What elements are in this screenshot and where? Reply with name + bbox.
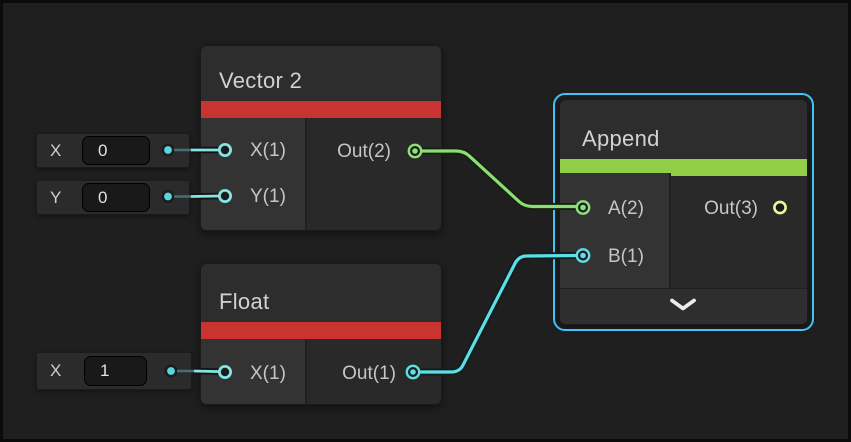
- node-append-input-panel: [560, 173, 671, 289]
- vector2-x-value: 0: [98, 140, 108, 160]
- node-float-header[interactable]: Float: [201, 264, 441, 322]
- node-title: Float: [219, 289, 270, 314]
- float-x-field[interactable]: 1: [84, 356, 147, 386]
- vector2-y-field[interactable]: 0: [82, 183, 150, 212]
- wire-halo: [415, 252, 581, 376]
- node-title: Vector 2: [219, 68, 303, 93]
- widget-vector2-x: X 0: [36, 133, 190, 168]
- port-label-out1: Out(1): [342, 363, 396, 384]
- node-accent-bar: [201, 322, 441, 339]
- widget-vector2-y: Y 0: [36, 180, 190, 215]
- widget-label: X: [50, 140, 62, 160]
- node-title: Append: [582, 126, 660, 151]
- node-append[interactable]: Append A(2) B(1) Out(3): [553, 93, 814, 331]
- node-accent-bar: [201, 101, 441, 118]
- port-label-x1: X(1): [250, 363, 286, 384]
- node-expander-button[interactable]: [560, 288, 807, 324]
- widget-label: X: [50, 361, 62, 380]
- port-label-y1: Y(1): [250, 186, 286, 207]
- widget-float-x: X 1: [36, 352, 192, 390]
- port-label-b1: B(1): [608, 246, 644, 267]
- vector2-y-value: 0: [98, 187, 108, 207]
- port-label-out3: Out(3): [704, 198, 758, 219]
- node-vector2-header[interactable]: Vector 2: [201, 46, 441, 101]
- node-vector2[interactable]: Vector 2 X(1) Y(1) Out(2): [200, 45, 442, 231]
- wire-out1-to-b1[interactable]: [417, 253, 579, 374]
- node-accent-bar: [560, 159, 807, 176]
- float-x-value: 1: [100, 361, 110, 380]
- node-float[interactable]: Float X(1) Out(1): [200, 263, 442, 405]
- wire-out2-to-a2[interactable]: [419, 149, 579, 209]
- wire-halo: [417, 147, 581, 210]
- node-append-header[interactable]: Append: [560, 100, 807, 159]
- port-label-x1: X(1): [250, 140, 286, 161]
- vector2-x-field[interactable]: 0: [82, 136, 150, 165]
- widget-label: Y: [50, 187, 62, 207]
- port-label-out2: Out(2): [337, 141, 391, 162]
- port-label-a2: A(2): [608, 198, 644, 219]
- node-vector2-input-panel: [201, 118, 307, 230]
